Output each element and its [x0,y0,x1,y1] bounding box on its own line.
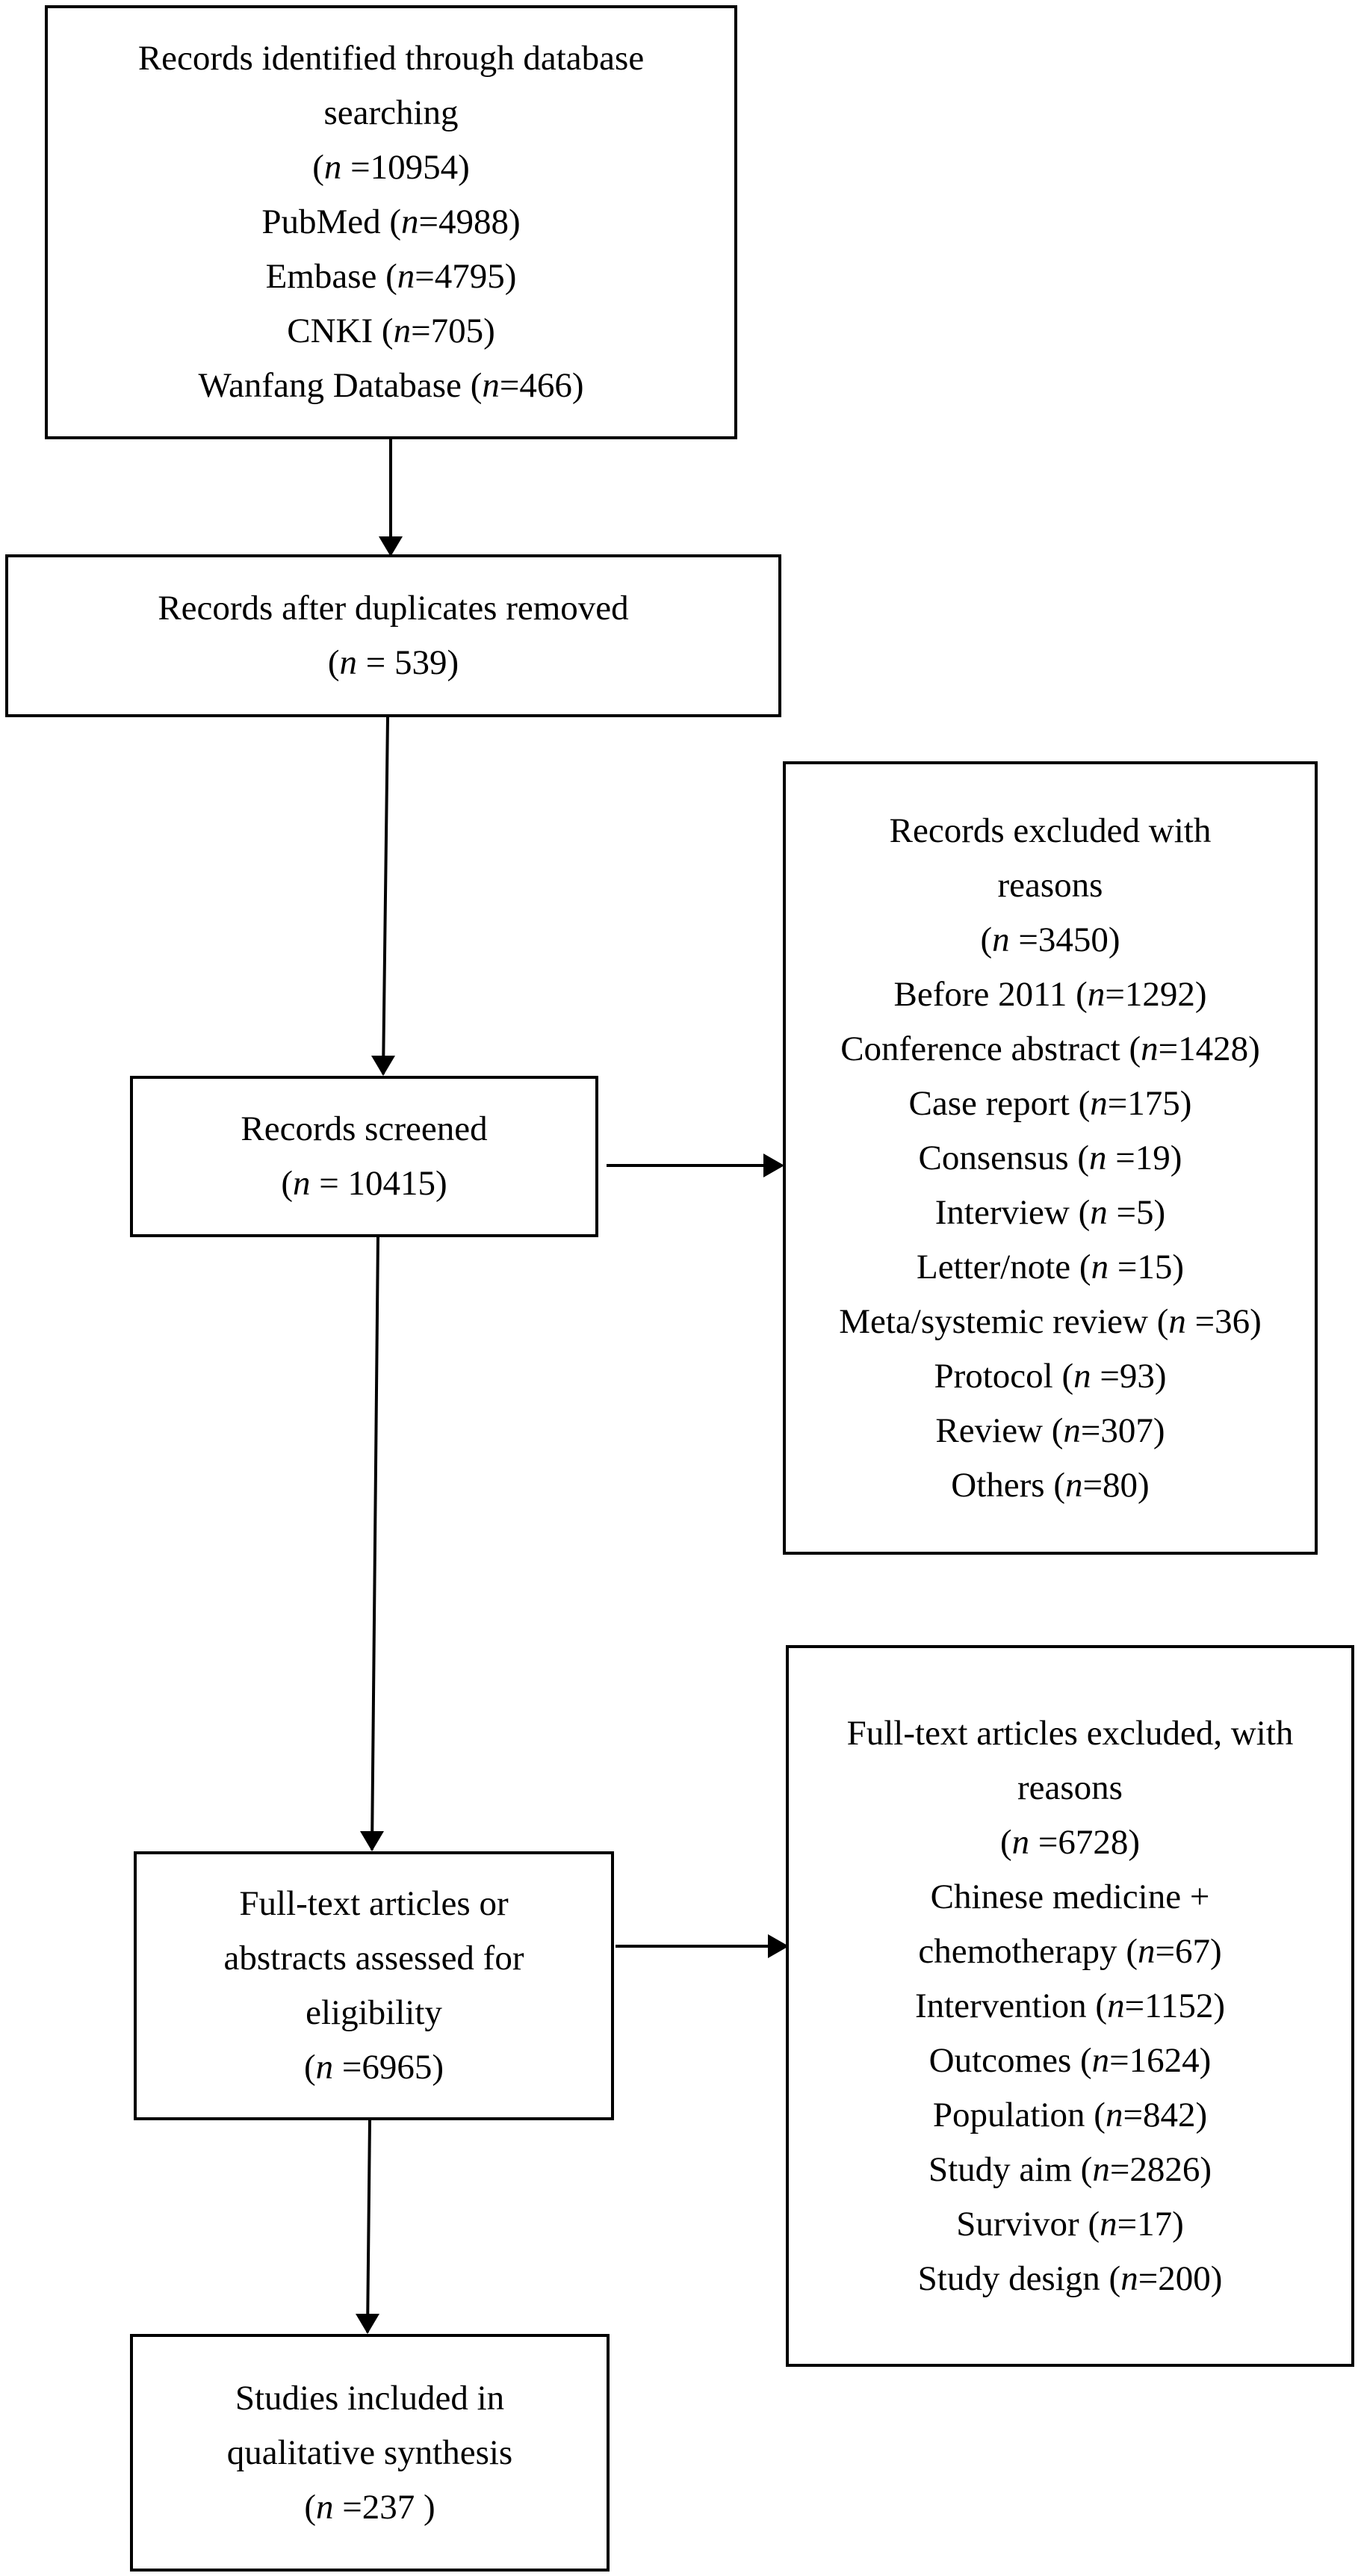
included-title: Studies included in qualitative synthesi… [226,2378,513,2472]
excluded-reason-before-2011: Before 2011 (n=1292) [893,974,1207,1014]
excluded-records-count: (n =3450) [980,920,1120,959]
fulltext-box: Full-text articles or abstracts assessed… [134,1851,614,2120]
fulltext-count: (n =6965) [303,2048,444,2087]
excluded-fulltext-count: (n =6728) [999,1822,1141,1862]
screened-box: Records screened (n = 10415) [130,1076,598,1237]
identified-box: Records identified through database sear… [45,5,737,439]
arrowhead-identified-to-deduplicated [379,536,403,557]
arrowhead-deduplicated-to-screened [371,1056,395,1076]
arrow-screened-to-fulltext [370,1236,379,1851]
excluded-reason-consensus: Consensus (n =19) [918,1138,1182,1177]
identified-title: Records identified through database sear… [137,39,645,132]
arrowhead-fulltext-to-included [356,2314,379,2334]
excluded-fulltext-reason-study-aim: Study aim (n=2826) [928,2149,1212,2189]
arrow-fulltext-to-included [366,2120,371,2333]
excluded-fulltext-box: Full-text articles excluded, with reason… [786,1645,1354,2367]
fulltext-title: Full-text articles or abstracts assessed… [223,1884,524,2032]
excluded-fulltext-reason-study-design: Study design (n=200) [917,2258,1223,2298]
identified-source-cnki: CNKI (n=705) [287,312,495,350]
excluded-reason-protocol: Protocol (n =93) [934,1356,1167,1396]
excluded-reason-case-report: Case report (n=175) [908,1083,1192,1123]
deduplicated-title: Records after duplicates removed [158,589,629,628]
excluded-fulltext-reason-intervention: Intervention (n=1152) [914,1986,1226,2025]
arrowhead-screened-to-fulltext [360,1831,384,1851]
identified-count: (n =10954) [312,148,470,187]
identified-source-wanfang: Wanfang Database (n=466) [198,366,584,405]
screened-count: (n = 10415) [281,1164,447,1203]
excluded-reason-meta-review: Meta/systemic review (n =36) [839,1301,1262,1341]
identified-source-embase: Embase (n=4795) [265,257,517,296]
excluded-fulltext-reason-population: Population (n=842) [932,2095,1208,2134]
excluded-fulltext-title: Full-text articles excluded, with reason… [846,1713,1294,1807]
included-count: (n =237 ) [304,2487,435,2527]
excluded-records-title: Records excluded with reasons [889,811,1212,905]
excluded-reason-conference-abstract: Conference abstract (n=1428) [840,1029,1260,1068]
excluded-fulltext-reason-chinese-medicine: Chinese medicine + chemotherapy (n=67) [918,1877,1222,1971]
excluded-reason-interview: Interview (n =5) [934,1192,1166,1232]
screened-title: Records screened [241,1109,488,1148]
excluded-fulltext-reason-outcomes: Outcomes (n=1624) [928,2040,1212,2080]
identified-source-pubmed: PubMed (n=4988) [261,202,521,241]
excluded-reason-letter-note: Letter/note (n =15) [916,1247,1184,1287]
excluded-reason-review: Review (n=307) [935,1411,1165,1450]
excluded-records-box: Records excluded with reasons (n =3450) … [783,761,1318,1555]
excluded-reason-others: Others (n=80) [951,1465,1150,1505]
arrowhead-screened-to-excluded-records [763,1154,784,1177]
included-box: Studies included in qualitative synthesi… [130,2334,610,2572]
arrow-deduplicated-to-screened [382,716,389,1075]
deduplicated-box: Records after duplicates removed (n = 53… [5,554,781,717]
excluded-fulltext-reason-survivor: Survivor (n=17) [956,2204,1184,2244]
deduplicated-count: (n = 539) [327,643,459,682]
